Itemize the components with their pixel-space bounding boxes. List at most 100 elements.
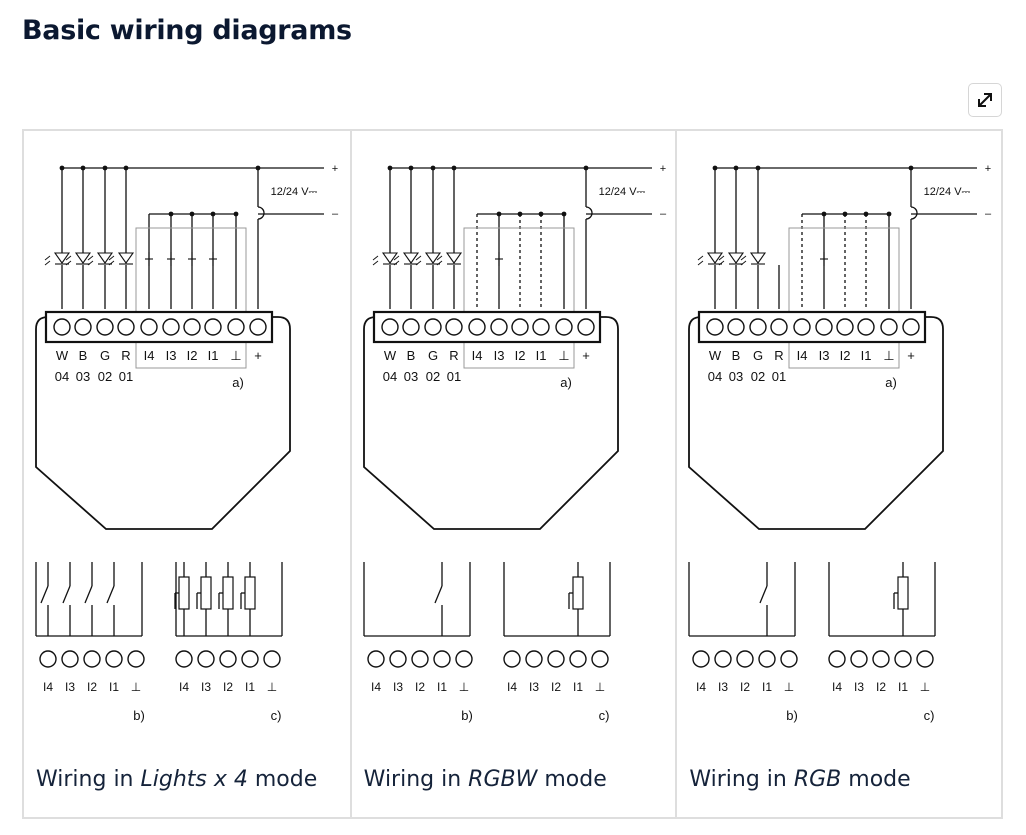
terminal-label: I2 — [840, 348, 851, 363]
terminal-label: + — [908, 348, 916, 363]
label-c: c) — [598, 708, 609, 723]
terminal-label: R — [449, 348, 458, 363]
terminal — [380, 318, 399, 336]
input-label: I2 — [415, 680, 425, 694]
device-outline — [362, 316, 619, 530]
expand-button[interactable] — [968, 83, 1002, 117]
terminal — [61, 650, 79, 668]
junction-dot — [123, 165, 129, 171]
led-ray — [108, 255, 115, 261]
input-label: I1 — [109, 680, 119, 694]
output-number: 02 — [751, 369, 765, 384]
terminal — [894, 650, 913, 668]
input-label: ⊥ — [267, 680, 277, 694]
terminal — [531, 318, 550, 336]
plus-sign: + — [659, 163, 665, 175]
label-c: c) — [271, 708, 282, 723]
output-number: 03 — [729, 369, 743, 384]
terminal — [410, 650, 429, 668]
terminal-label: I1 — [861, 348, 872, 363]
terminal-label: G — [753, 348, 763, 363]
switch-blade — [40, 585, 49, 604]
terminal — [706, 318, 725, 336]
terminal-label: I2 — [187, 348, 198, 363]
terminal — [554, 318, 573, 336]
junction-dot — [886, 211, 892, 217]
led-triangle — [117, 252, 135, 264]
terminal — [546, 650, 565, 668]
expand-arrows-icon — [978, 93, 992, 107]
led-ray — [415, 255, 421, 261]
input-label: I2 — [551, 680, 561, 694]
led-ray — [719, 260, 725, 266]
mode-name: RGB — [793, 767, 842, 792]
terminal — [850, 650, 869, 668]
terminal — [568, 650, 587, 668]
terminal — [183, 318, 201, 336]
terminal — [227, 318, 245, 336]
terminal — [401, 318, 420, 336]
output-number: 01 — [772, 369, 786, 384]
terminal-label: G — [428, 348, 438, 363]
input-label: I4 — [179, 680, 189, 694]
led-ray — [372, 255, 378, 261]
led-ray — [741, 260, 747, 266]
input-label: I3 — [718, 680, 728, 694]
potentiometer — [244, 576, 256, 610]
terminal-label: ⊥ — [230, 348, 241, 363]
terminal — [902, 318, 921, 336]
terminal — [175, 650, 193, 668]
minus-sign: – — [660, 208, 667, 220]
label-b: b) — [133, 708, 145, 723]
input-label: ⊥ — [594, 680, 604, 694]
terminal — [263, 650, 281, 668]
terminal-label: W — [56, 348, 69, 363]
led-icon — [65, 252, 92, 266]
terminal-label: I3 — [819, 348, 830, 363]
input-bracket — [463, 227, 575, 369]
terminal — [444, 318, 463, 336]
output-number: 01 — [446, 369, 460, 384]
input-bracket — [135, 227, 247, 369]
led-ray — [741, 255, 747, 261]
terminal — [793, 318, 812, 336]
led-ray — [87, 260, 94, 266]
plus-sign: + — [985, 163, 991, 175]
terminal — [916, 650, 935, 668]
terminal — [692, 650, 711, 668]
terminal — [749, 318, 768, 336]
input-label: I4 — [696, 680, 706, 694]
terminal — [502, 650, 521, 668]
input-label: I3 — [854, 680, 864, 694]
led-triangle — [402, 252, 419, 264]
minus-sign: – — [985, 208, 992, 220]
minus-sign: – — [332, 208, 339, 220]
terminal-label: I1 — [208, 348, 219, 363]
led-ray — [415, 260, 421, 266]
led-icon — [698, 252, 724, 266]
terminal — [53, 318, 71, 336]
led-ray — [108, 260, 115, 266]
terminal — [96, 318, 114, 336]
junction-dot — [561, 211, 567, 217]
potentiometer — [897, 576, 909, 610]
device-outline — [35, 316, 291, 530]
led-icon — [741, 252, 767, 266]
terminal — [590, 650, 609, 668]
led-ray — [372, 260, 378, 266]
led-icon — [436, 252, 462, 266]
led-triangle — [96, 252, 114, 264]
terminal-label: B — [79, 348, 88, 363]
potentiometer — [178, 576, 190, 610]
output-number: 04 — [708, 369, 722, 384]
junction-dot — [712, 165, 718, 171]
terminal-label: ⊥ — [884, 348, 895, 363]
diagram-caption: Wiring in RGB mode — [689, 767, 911, 792]
terminal — [39, 650, 57, 668]
output-number: 01 — [119, 369, 133, 384]
led-ray — [719, 255, 725, 261]
led-triangle — [445, 252, 462, 264]
